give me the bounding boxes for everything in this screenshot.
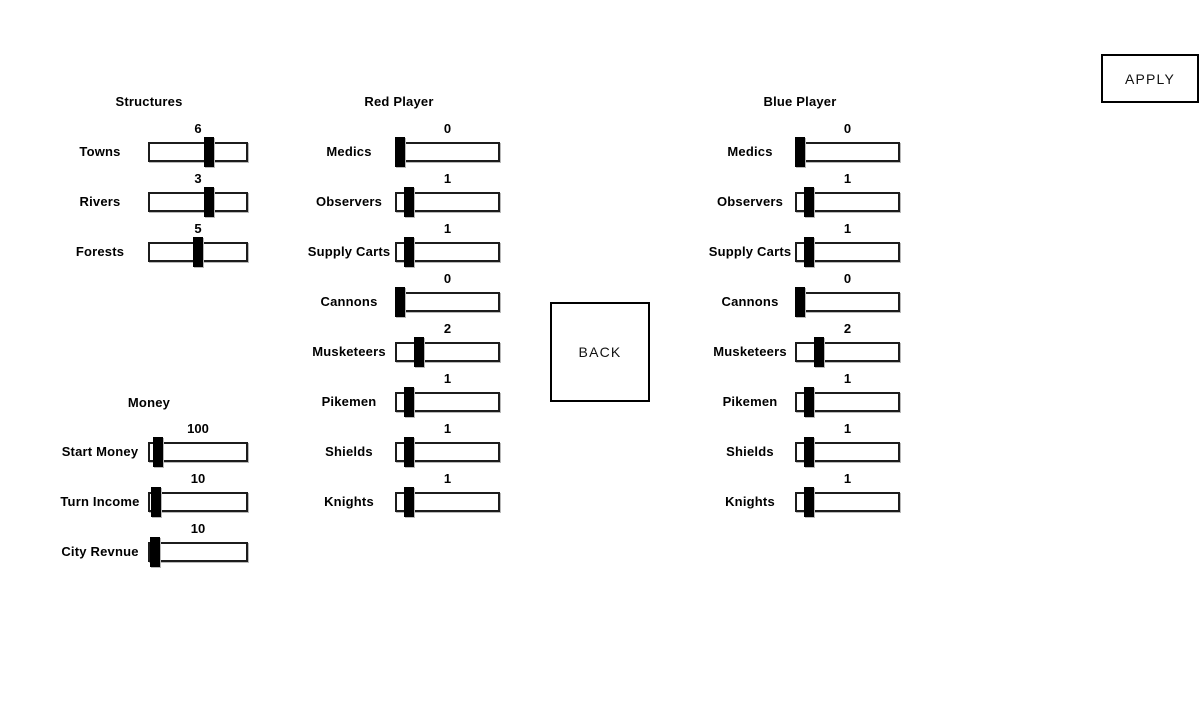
red-player-cannons-label: Cannons <box>320 294 378 309</box>
blue-player-pikemen-value: 1 <box>843 371 852 386</box>
structures-rivers-slider-thumb[interactable] <box>204 187 214 217</box>
blue-player-medics-slider-track[interactable] <box>795 142 900 162</box>
red-player-pikemen-label: Pikemen <box>321 394 377 409</box>
blue-player-cannons-value: 0 <box>843 271 852 286</box>
blue-player-observers-slider-thumb[interactable] <box>804 187 814 217</box>
structures-towns-value: 6 <box>194 121 202 136</box>
red-player-knights-value: 1 <box>443 471 452 486</box>
blue-player-shields-slider-track[interactable] <box>795 442 900 462</box>
red-player-observers-slider-thumb[interactable] <box>404 187 414 217</box>
red-player-musketeers-label: Musketeers <box>312 344 386 359</box>
blue-player-cannons-slider-track[interactable] <box>795 292 900 312</box>
money-city-revnue-label: City Revnue <box>61 544 139 559</box>
structures-towns-label: Towns <box>79 144 121 159</box>
money-city-revnue-value: 10 <box>190 521 206 536</box>
structures-rivers-label: Rivers <box>79 194 121 209</box>
structures-header: Structures <box>115 94 183 109</box>
structures-towns-slider-track[interactable] <box>148 142 248 162</box>
money-city-revnue-slider-track[interactable] <box>148 542 248 562</box>
red-player-shields-slider-track[interactable] <box>395 442 500 462</box>
red-player-musketeers-slider-track[interactable] <box>395 342 500 362</box>
structures-towns-slider-thumb[interactable] <box>204 137 214 167</box>
blue-player-knights-slider-track[interactable] <box>795 492 900 512</box>
money-header: Money <box>127 395 171 410</box>
money-turn-income-label: Turn Income <box>60 494 140 509</box>
blue-player-pikemen-slider-track[interactable] <box>795 392 900 412</box>
apply-button[interactable]: APPLY <box>1101 54 1199 103</box>
structures-forests-value: 5 <box>194 221 202 236</box>
blue-player-knights-value: 1 <box>843 471 852 486</box>
blue-player-pikemen-slider-thumb[interactable] <box>804 387 814 417</box>
red-player-shields-slider-thumb[interactable] <box>404 437 414 467</box>
money-turn-income-slider-thumb[interactable] <box>151 487 161 517</box>
blue-player-knights-slider-thumb[interactable] <box>804 487 814 517</box>
money-turn-income-slider-track[interactable] <box>148 492 248 512</box>
blue-player-supply-carts-slider-thumb[interactable] <box>804 237 814 267</box>
red-player-supply-carts-slider-thumb[interactable] <box>404 237 414 267</box>
blue-player-medics-slider-thumb[interactable] <box>795 137 805 167</box>
red-player-knights-slider-track[interactable] <box>395 492 500 512</box>
back-button[interactable]: BACK <box>550 302 650 402</box>
blue-player-shields-label: Shields <box>726 444 774 459</box>
red-player-observers-value: 1 <box>443 171 452 186</box>
red-player-pikemen-slider-track[interactable] <box>395 392 500 412</box>
red-player-cannons-value: 0 <box>443 271 452 286</box>
red-player-knights-label: Knights <box>324 494 374 509</box>
blue-player-pikemen-label: Pikemen <box>722 394 778 409</box>
blue-player-cannons-label: Cannons <box>721 294 779 309</box>
blue-player-musketeers-label: Musketeers <box>713 344 787 359</box>
red-player-supply-carts-slider-track[interactable] <box>395 242 500 262</box>
money-start-money-value: 100 <box>187 421 209 436</box>
red-player-observers-slider-track[interactable] <box>395 192 500 212</box>
blue-player-observers-slider-track[interactable] <box>795 192 900 212</box>
money-city-revnue-slider-thumb[interactable] <box>150 537 160 567</box>
blue-player-supply-carts-label: Supply Carts <box>708 244 792 259</box>
blue-player-shields-value: 1 <box>843 421 852 436</box>
blue-player-cannons-slider-thumb[interactable] <box>795 287 805 317</box>
money-turn-income-value: 10 <box>190 471 206 486</box>
red-player-medics-value: 0 <box>443 121 452 136</box>
blue-player-observers-label: Observers <box>716 194 784 209</box>
blue-player-supply-carts-value: 1 <box>843 221 852 236</box>
red-player-observers-label: Observers <box>315 194 383 209</box>
money-start-money-slider-thumb[interactable] <box>153 437 163 467</box>
blue-player-medics-value: 0 <box>843 121 852 136</box>
blue-player-musketeers-value: 2 <box>843 321 852 336</box>
red-player-supply-carts-value: 1 <box>443 221 452 236</box>
red-player-musketeers-slider-thumb[interactable] <box>414 337 424 367</box>
blue-player-medics-label: Medics <box>727 144 773 159</box>
blue-player-observers-value: 1 <box>843 171 852 186</box>
blue-player-knights-label: Knights <box>725 494 775 509</box>
blue-player-supply-carts-slider-track[interactable] <box>795 242 900 262</box>
blue-player-musketeers-slider-thumb[interactable] <box>814 337 824 367</box>
structures-rivers-value: 3 <box>194 171 202 186</box>
blue-player-header: Blue Player <box>763 94 837 109</box>
blue-player-shields-slider-thumb[interactable] <box>804 437 814 467</box>
red-player-header: Red Player <box>364 94 434 109</box>
red-player-shields-value: 1 <box>443 421 452 436</box>
red-player-pikemen-slider-thumb[interactable] <box>404 387 414 417</box>
red-player-supply-carts-label: Supply Carts <box>307 244 391 259</box>
blue-player-musketeers-slider-track[interactable] <box>795 342 900 362</box>
money-start-money-label: Start Money <box>61 444 139 459</box>
structures-forests-slider-thumb[interactable] <box>193 237 203 267</box>
red-player-knights-slider-thumb[interactable] <box>404 487 414 517</box>
red-player-shields-label: Shields <box>325 444 373 459</box>
structures-rivers-slider-track[interactable] <box>148 192 248 212</box>
money-start-money-slider-track[interactable] <box>148 442 248 462</box>
red-player-medics-slider-thumb[interactable] <box>395 137 405 167</box>
red-player-pikemen-value: 1 <box>443 371 452 386</box>
red-player-cannons-slider-track[interactable] <box>395 292 500 312</box>
red-player-cannons-slider-thumb[interactable] <box>395 287 405 317</box>
red-player-medics-slider-track[interactable] <box>395 142 500 162</box>
red-player-medics-label: Medics <box>326 144 372 159</box>
red-player-musketeers-value: 2 <box>443 321 452 336</box>
structures-forests-label: Forests <box>75 244 125 259</box>
